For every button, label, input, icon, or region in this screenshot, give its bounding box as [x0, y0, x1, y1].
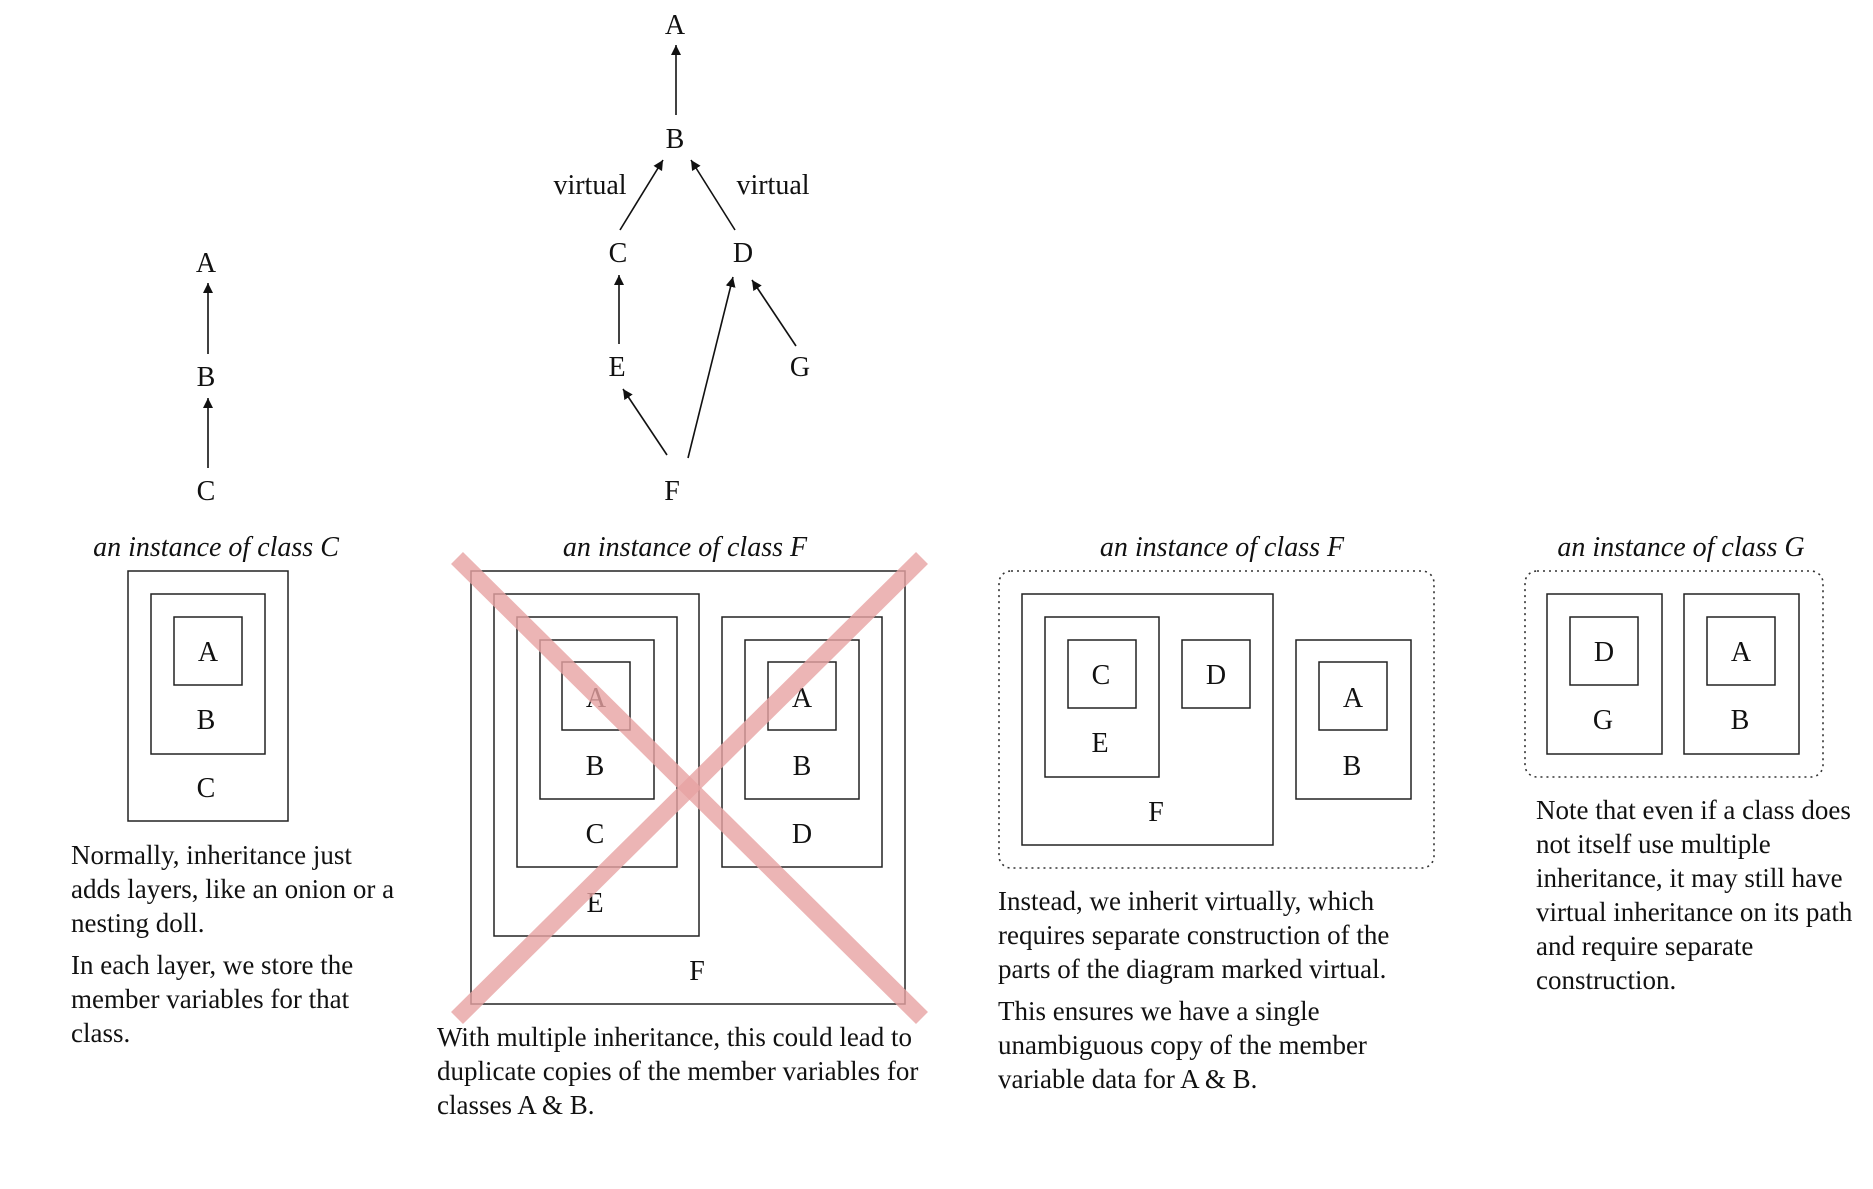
layer-f	[470, 570, 906, 1005]
tree2-node-a: A	[665, 10, 686, 41]
label-f: F	[1148, 797, 1164, 828]
label-g: G	[1593, 705, 1613, 736]
label-a: A	[198, 637, 219, 668]
layer-f	[1021, 593, 1274, 846]
layer-a-left	[561, 661, 631, 731]
label-b-left: B	[586, 751, 605, 782]
paragraph: Instead, we inherit virtually, which req…	[998, 886, 1390, 984]
label-f: F	[689, 956, 705, 987]
label-a: A	[1731, 637, 1752, 668]
tree1-node-a: A	[196, 248, 217, 279]
panel-caption: an instance of class G	[1557, 532, 1804, 563]
label-c: C	[1092, 660, 1111, 691]
label-c: C	[586, 819, 605, 850]
virtual-bounding-box	[1524, 570, 1824, 778]
edge-c-to-b	[619, 159, 664, 231]
tree2-node-c: C	[609, 238, 628, 269]
tree2-node-d: D	[733, 238, 753, 269]
layer-d	[1569, 616, 1639, 686]
layer-a-right	[767, 661, 837, 731]
layer-e	[493, 593, 700, 937]
panel-1-description: Normally, inheritance just adds layers, …	[71, 838, 401, 1058]
layer-c	[516, 616, 678, 868]
panel-instance-f-virtual: an instance of class F C E D F A B	[998, 532, 1435, 869]
label-b: B	[1731, 705, 1750, 736]
panel-instance-g: an instance of class G D G A B	[1524, 532, 1824, 778]
panel-caption: an instance of class F	[1100, 532, 1345, 563]
panel-caption: an instance of class F	[563, 532, 808, 563]
label-b: B	[1343, 751, 1362, 782]
panel-4-description: Note that even if a class does not itsel…	[1536, 793, 1871, 1005]
layer-g	[1546, 593, 1663, 755]
panel-2-description: With multiple inheritance, this could le…	[437, 1020, 985, 1130]
layer-d	[1181, 639, 1251, 709]
edge-f-to-d	[687, 276, 736, 459]
label-e: E	[1091, 728, 1108, 759]
cross-out-stroke-2	[451, 551, 928, 1025]
layer-b-right	[744, 639, 860, 800]
paragraph: With multiple inheritance, this could le…	[437, 1022, 919, 1120]
layer-a	[173, 616, 243, 686]
tree-simple: A B C	[196, 248, 217, 507]
tree1-node-b: B	[197, 362, 216, 393]
tree-virtual: A B C D E F G virtual virtual	[553, 10, 810, 507]
layer-e	[1044, 616, 1160, 778]
panel-caption: an instance of class C	[93, 532, 339, 563]
paragraph: Note that even if a class does not itsel…	[1536, 795, 1853, 995]
layer-b	[150, 593, 266, 755]
paragraph: Normally, inheritance just adds layers, …	[71, 840, 395, 938]
layer-c	[127, 570, 289, 822]
panel-instance-c: an instance of class C A B C	[93, 532, 339, 822]
layer-b-left	[539, 639, 655, 800]
layer-b	[1295, 639, 1412, 800]
tree2-node-f: F	[664, 476, 680, 507]
tree2-node-e: E	[608, 352, 625, 383]
label-a: A	[1343, 683, 1364, 714]
layer-d	[721, 616, 883, 868]
label-d: D	[1594, 637, 1614, 668]
edge-d-to-b	[690, 159, 736, 231]
layer-b	[1683, 593, 1800, 755]
label-b-right: B	[793, 751, 812, 782]
edge-f-to-e	[622, 388, 668, 456]
virtual-bounding-box	[998, 570, 1435, 869]
label-d: D	[1206, 660, 1226, 691]
tree2-node-b: B	[666, 124, 685, 155]
paragraph: In each layer, we store the member varia…	[71, 950, 354, 1048]
layer-a	[1318, 661, 1388, 731]
edge-g-to-d	[751, 279, 797, 347]
label-c: C	[197, 773, 216, 804]
tree1-node-c: C	[197, 476, 216, 507]
layer-c	[1067, 639, 1137, 709]
edge-label-virtual-right: virtual	[736, 170, 809, 201]
layer-a	[1706, 616, 1776, 686]
panel-3-description: Instead, we inherit virtually, which req…	[998, 884, 1446, 1104]
paragraph: This ensures we have a single unambiguou…	[998, 996, 1367, 1094]
panel-instance-f-duplicate: an instance of class F A B C E A B D F	[451, 532, 928, 1025]
tree2-node-g: G	[790, 352, 810, 383]
edge-label-virtual-left: virtual	[553, 170, 626, 201]
label-d: D	[792, 819, 812, 850]
label-b: B	[197, 705, 216, 736]
